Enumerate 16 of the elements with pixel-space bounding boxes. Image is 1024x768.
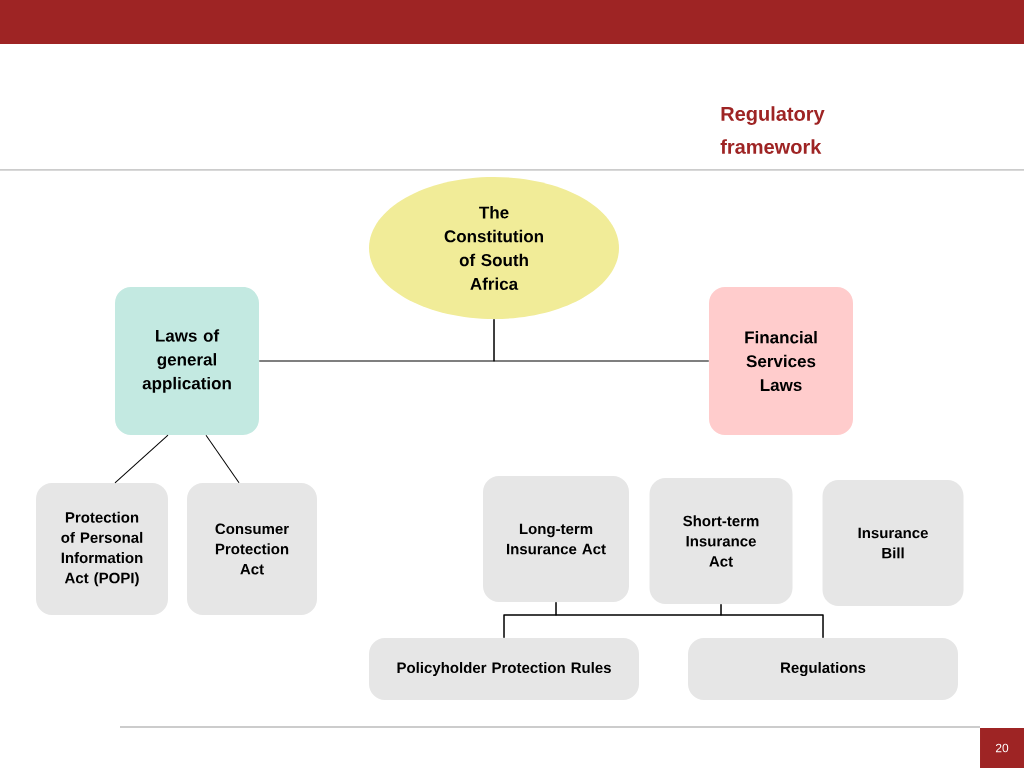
- rounded-box: Regulations: [688, 638, 958, 700]
- rounded-box: Financial Services Laws: [709, 287, 853, 435]
- rounded-box: Consumer Protection Act: [187, 483, 317, 615]
- connector-line: [493, 318, 710, 362]
- rounded-box: Long-term Insurance Act: [483, 476, 629, 602]
- rounded-box: Insurance Bill: [822, 480, 964, 606]
- connector-line: [114, 434, 169, 484]
- connector-line: [205, 434, 240, 484]
- page-number: 20: [980, 728, 1024, 768]
- rounded-box: Policyholder Protection Rules: [369, 638, 639, 700]
- rounded-box: Short-term Insurance Act: [649, 478, 793, 604]
- slide-title: Regulatory framework: [720, 106, 825, 154]
- ellipse-node: The Constitution of South Africa: [369, 177, 619, 319]
- rounded-box: Protection of Personal Information Act (POPI): [36, 483, 168, 615]
- connector-line: [720, 603, 824, 639]
- rounded-box: Laws of general application: [115, 287, 259, 435]
